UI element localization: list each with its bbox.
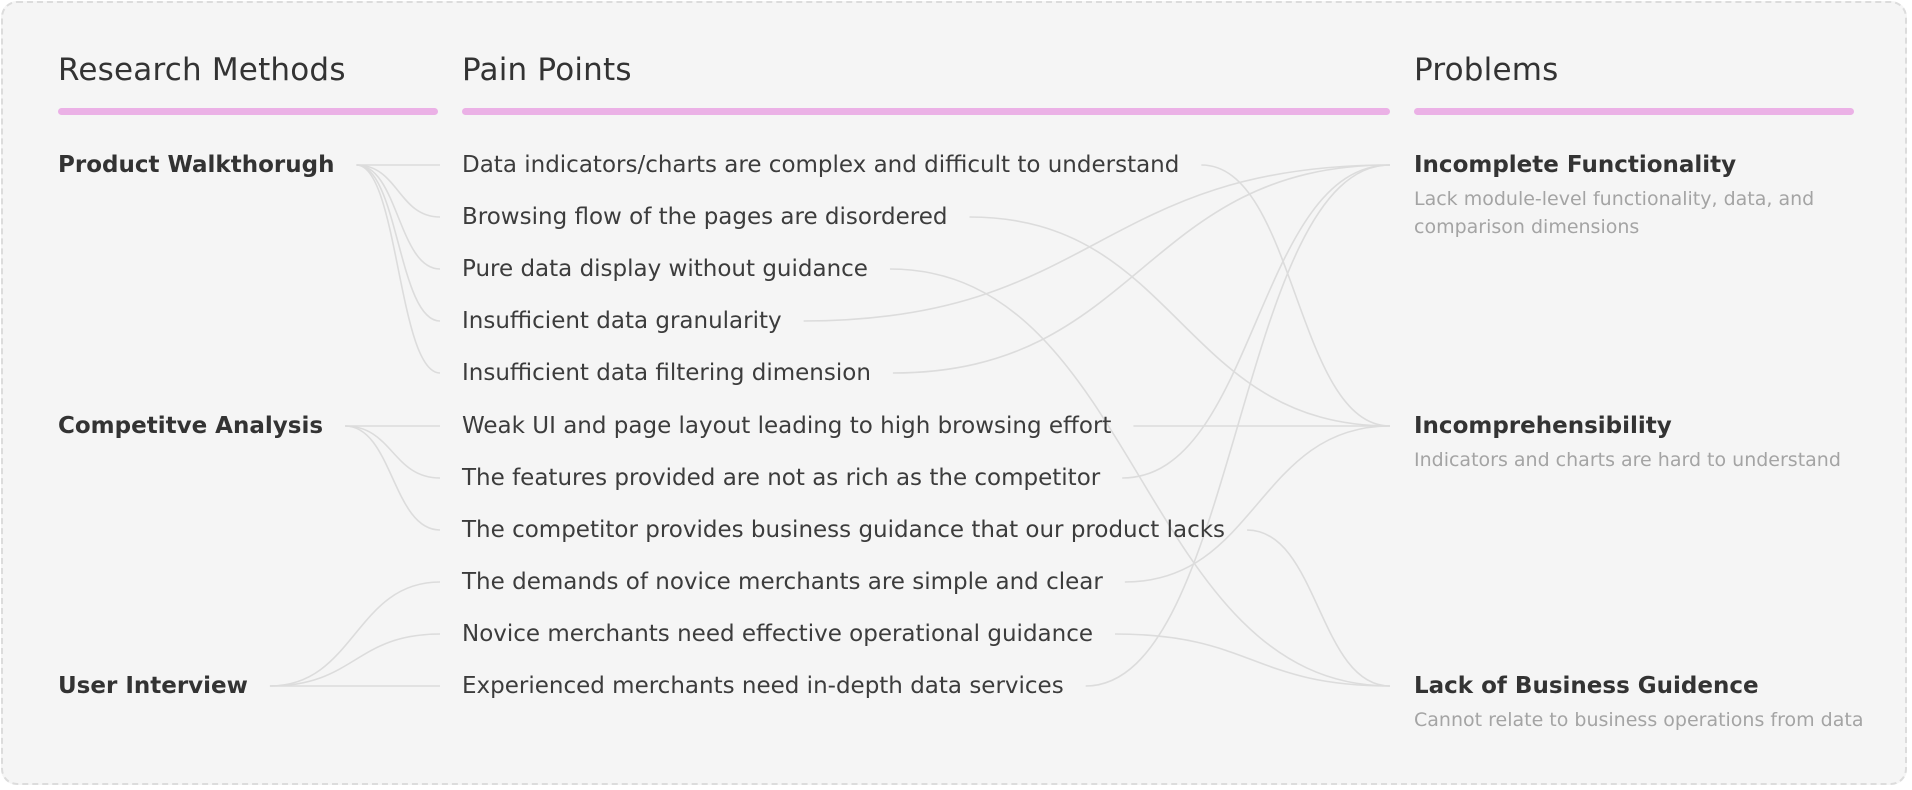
pain-point: The demands of novice merchants are simp… [462, 569, 1103, 595]
problem-title-incomplete-functionality: Incomplete Functionality [1414, 152, 1737, 178]
pain-point: Data indicators/charts are complex and d… [462, 152, 1180, 178]
column-title-problems: Problems [1414, 52, 1559, 88]
column-title-pain-points: Pain Points [462, 52, 632, 88]
problem-description: Lack module-level functionality, data, a… [1414, 188, 1815, 238]
pain-point: Experienced merchants need in-depth data… [462, 673, 1064, 699]
column-underline-research-methods [58, 108, 438, 115]
problem-description: Cannot relate to business operations fro… [1414, 709, 1864, 731]
pain-point: Weak UI and page layout leading to high … [462, 413, 1112, 439]
problem-description: Indicators and charts are hard to unders… [1414, 449, 1841, 471]
pain-point: Pure data display without guidance [462, 256, 868, 282]
pain-point: Novice merchants need effective operatio… [462, 621, 1094, 647]
method-competitive-analysis: Competitve Analysis [58, 413, 324, 439]
column-underline-pain-points [462, 108, 1390, 115]
problem-title-incomprehensibility: Incomprehensibility [1414, 413, 1672, 439]
method-product-walkthrough: Product Walkthorugh [58, 152, 335, 178]
pain-point: Browsing flow of the pages are disordere… [462, 204, 948, 230]
pain-point: Insufficient data granularity [462, 308, 782, 334]
problem-title-lack-of-business-guidance: Lack of Business Guidence [1414, 673, 1759, 699]
column-underline-problems [1414, 108, 1854, 115]
method-user-interview: User Interview [58, 673, 248, 699]
pain-point: The competitor provides business guidanc… [462, 517, 1226, 543]
pain-point: The features provided are not as rich as… [462, 465, 1101, 491]
column-title-research-methods: Research Methods [58, 52, 346, 88]
pain-point: Insufficient data filtering dimension [462, 360, 871, 386]
